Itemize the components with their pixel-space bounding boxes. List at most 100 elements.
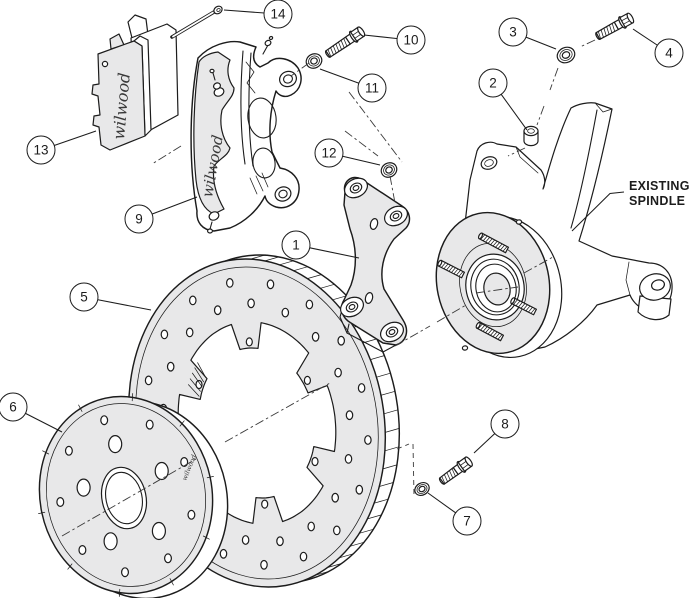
stud-thread — [492, 240, 498, 247]
rotor-rim-tick — [378, 482, 394, 487]
stud-thread — [482, 326, 488, 332]
hub-flange-hole — [461, 345, 469, 351]
rotor-vane-hatch — [188, 384, 200, 397]
center-line — [290, 62, 310, 77]
washer-hole — [310, 57, 318, 65]
bolt-thread-line — [600, 29, 604, 38]
hidden-line — [396, 443, 410, 450]
stud-thread — [497, 334, 503, 340]
stud-thread — [490, 239, 496, 246]
bracket-boss-hole — [349, 182, 363, 194]
stud-thread — [480, 325, 486, 331]
rotor-tab-hole — [245, 337, 253, 347]
spindle-ear-hole — [480, 156, 498, 170]
bracket-boss — [383, 205, 409, 227]
hat-edge-notch — [67, 563, 73, 570]
hat-register-hole — [100, 415, 109, 426]
spindle-arm-line — [625, 261, 631, 296]
rotor-drill-hole — [185, 327, 194, 338]
bracket-boss-hole-inner — [392, 212, 400, 220]
center-line — [151, 145, 182, 165]
caliper-ear-hole-inner — [283, 74, 293, 84]
stud-thread — [456, 269, 461, 276]
brake-caliper: wilwood — [190, 35, 302, 234]
stud-tip — [437, 259, 443, 267]
stud-tip — [510, 297, 516, 305]
stud-thread — [530, 308, 536, 314]
rotor-tab-hole — [195, 379, 203, 390]
rotor-drill-hole — [364, 435, 372, 445]
stud-thread — [520, 303, 526, 309]
rotor-tab-hole — [261, 499, 269, 509]
center-line — [344, 130, 379, 157]
bracket-boss-hole — [385, 326, 399, 338]
stud-thread — [443, 263, 449, 270]
callout-8: 8 — [490, 409, 520, 439]
caliper-bridge-slot — [240, 50, 246, 165]
callout-leader-3 — [525, 36, 557, 50]
caliper-mount-bracket — [339, 176, 411, 353]
rotor-rim-tick — [349, 541, 365, 547]
wheel-stud — [475, 321, 505, 342]
callout-leader-4 — [632, 28, 659, 46]
bolt-thread-line — [609, 24, 613, 34]
wheel-studs — [437, 232, 538, 342]
stud-thread — [451, 267, 456, 273]
spacer-top — [523, 125, 539, 137]
hub-step-ring — [459, 242, 527, 328]
hat-edge-notch — [38, 511, 46, 514]
annotation-line-2: SPINDLE — [629, 194, 686, 208]
bolt-thread-line — [335, 43, 340, 52]
brake-pads: wilwood — [91, 14, 179, 151]
bracket-boss-hole — [345, 301, 359, 313]
rotor-drill-hole — [276, 536, 284, 547]
callout-4: 4 — [654, 38, 684, 68]
bolt-head-end — [357, 26, 366, 37]
hat-center-bore-inner — [105, 471, 143, 525]
stud-tip — [477, 232, 484, 240]
center-line — [348, 91, 403, 163]
stud-thread — [448, 266, 454, 272]
hat-edge-notch — [78, 404, 83, 412]
bolt-thread-line — [451, 468, 456, 477]
rotor-rim-tick — [327, 563, 342, 568]
rotor-rim-tick — [370, 355, 385, 360]
center-line — [536, 105, 545, 126]
center-line — [523, 256, 554, 274]
stud-thread — [528, 306, 533, 313]
hat-edge-notch — [131, 393, 134, 402]
callout-6: 6 — [0, 392, 28, 422]
callout-leader-2 — [500, 93, 528, 131]
hat-register-hole — [78, 544, 87, 555]
bolt-threads — [325, 36, 351, 58]
center-line — [579, 39, 596, 48]
stud-thread — [485, 327, 491, 334]
washer-hole — [385, 166, 393, 174]
rotor-rim-tick — [320, 283, 335, 289]
rotor-drill-hole — [166, 361, 175, 372]
rotor-vane-hatch — [189, 378, 201, 392]
washer-hole — [418, 485, 426, 493]
rotor-vane-hatch — [192, 372, 203, 387]
rotor-drill-hole — [355, 484, 364, 495]
callout-leader-5 — [97, 299, 152, 311]
callout-leader-12 — [341, 155, 381, 166]
hat-register-hole — [187, 509, 196, 520]
rotor-drill-hole — [345, 410, 354, 421]
rotor-drill-hole — [334, 367, 342, 378]
hex-bolt — [324, 26, 366, 58]
stud-thread — [495, 242, 500, 248]
stud-thread — [441, 262, 446, 268]
hat-center-bore — [100, 466, 148, 530]
rotor-drill-hole — [241, 535, 250, 545]
bracket-thickness-edge — [346, 323, 397, 353]
rotor-drill-hole — [247, 298, 255, 309]
hat-lug-hole — [76, 478, 91, 497]
rotor-drill-hole — [266, 279, 275, 290]
rotor-rim-tick — [279, 260, 294, 266]
rotor-rim-tick — [383, 409, 399, 415]
hat-register-hole — [180, 457, 189, 468]
hex-bolt — [595, 12, 635, 41]
rotor-drill-hole — [189, 295, 197, 306]
spindle-edge-line — [570, 109, 598, 229]
